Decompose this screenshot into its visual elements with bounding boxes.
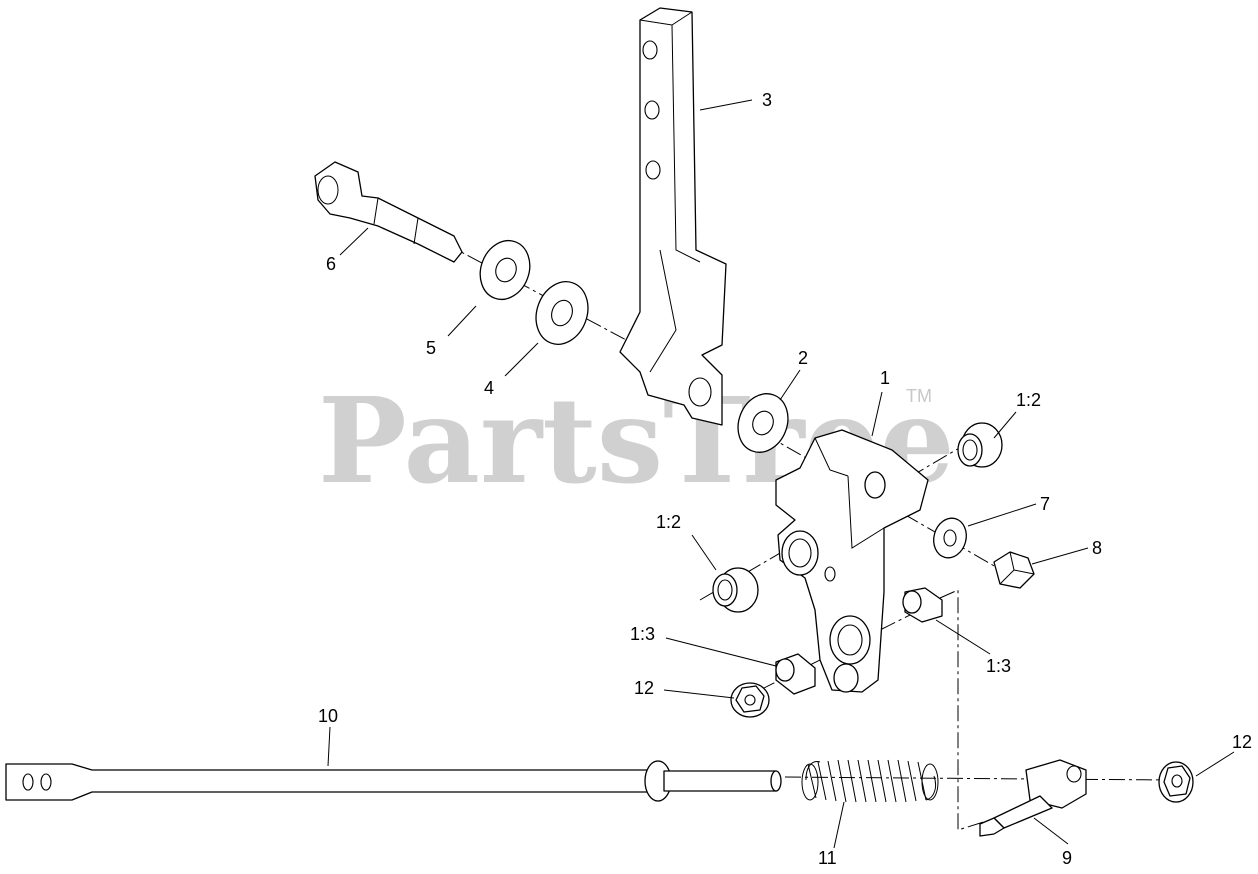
callout-1-3-right: 1:3 [986, 656, 1011, 676]
part-hex-nut [993, 551, 1035, 589]
part-control-rod [5, 760, 782, 802]
part-sleeve-left [775, 653, 816, 695]
callout-1-2-lower: 1:2 [656, 512, 681, 532]
part-flange-nut-right [1158, 761, 1194, 803]
callout-1: 1 [880, 368, 890, 388]
callout-8: 8 [1092, 538, 1102, 558]
callout-12-right: 12 [1232, 732, 1252, 752]
callout-3: 3 [762, 90, 772, 110]
callout-9: 9 [1062, 848, 1072, 868]
leader-lines [327, 99, 1235, 849]
callout-1-2-upper: 1:2 [1016, 390, 1041, 410]
part-washer-arm [737, 393, 789, 453]
callout-6: 6 [326, 254, 336, 274]
callout-2: 2 [798, 348, 808, 368]
part-pivot-bracket [775, 429, 929, 693]
part-spring [801, 759, 939, 803]
callout-4: 4 [484, 378, 494, 398]
part-bushing-lower [712, 567, 759, 613]
part-trunnion [979, 759, 1087, 837]
callout-11: 11 [818, 848, 837, 868]
callout-7: 7 [1040, 494, 1050, 514]
part-arm [619, 7, 727, 426]
part-washer-pivot [933, 517, 967, 559]
callout-5: 5 [426, 338, 436, 358]
part-shoulder-bolt [314, 161, 463, 263]
part-sleeve-right [902, 587, 943, 623]
watermark-trademark: TM [906, 386, 932, 406]
part-washer-small [479, 239, 531, 301]
part-flange-nut-left [730, 682, 770, 718]
callout-10: 10 [318, 706, 338, 726]
callout-1-3-left: 1:3 [630, 624, 655, 644]
callout-12-left: 12 [634, 678, 654, 698]
part-washer-large [535, 281, 589, 345]
part-bushing-upper [957, 422, 1003, 468]
callout-labels: 3 6 5 4 2 1 1:2 1:2 7 8 1:3 1:3 12 10 12… [318, 90, 1252, 868]
